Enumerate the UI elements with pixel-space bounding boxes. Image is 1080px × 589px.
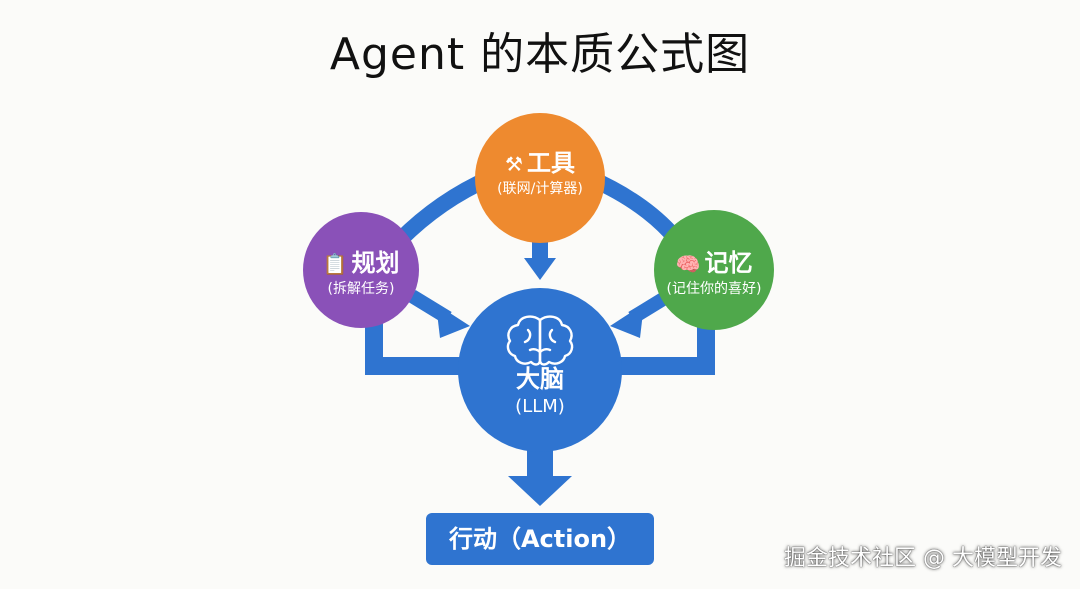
arrow-action-head bbox=[508, 476, 572, 506]
connector-planning-brain bbox=[365, 310, 470, 375]
arrow-planning-head bbox=[436, 304, 470, 338]
brain-title: 大脑 bbox=[516, 365, 564, 393]
planning-node bbox=[303, 212, 419, 328]
page-title: Agent 的本质公式图 bbox=[329, 29, 751, 80]
memory-node bbox=[654, 210, 774, 330]
clipboard-icon: 📋 bbox=[322, 252, 348, 276]
brain-outline-icon bbox=[506, 315, 574, 366]
planning-subtitle: (拆解任务) bbox=[327, 281, 395, 297]
hammer-wrench-icon: ⚒ bbox=[505, 152, 523, 176]
arrow-tools-shaft bbox=[532, 238, 548, 260]
memory-title: 记忆 bbox=[704, 249, 753, 277]
tools-label: ⚒工具 (联网/计算器) bbox=[475, 148, 605, 199]
memory-label: 🧠记忆 (记住你的喜好) bbox=[650, 248, 778, 299]
planning-title: 规划 bbox=[351, 249, 400, 277]
tools-title: 工具 bbox=[526, 149, 575, 177]
brain-emoji-icon: 🧠 bbox=[675, 252, 701, 276]
planning-label: 📋规划 (拆解任务) bbox=[303, 248, 419, 299]
tools-subtitle: (联网/计算器) bbox=[497, 181, 583, 197]
arrow-memory-head bbox=[610, 304, 644, 338]
tools-node bbox=[475, 113, 605, 243]
memory-subtitle: (记住你的喜好) bbox=[666, 281, 762, 297]
watermark: 掘金技术社区 @ 大模型开发 bbox=[784, 546, 1062, 571]
arrow-tools-head bbox=[524, 258, 556, 280]
action-box: 行动（Action） bbox=[426, 513, 654, 565]
brain-label: 大脑 (LLM) bbox=[480, 364, 600, 420]
brain-subtitle: (LLM) bbox=[515, 396, 565, 417]
brain-node bbox=[458, 288, 622, 452]
